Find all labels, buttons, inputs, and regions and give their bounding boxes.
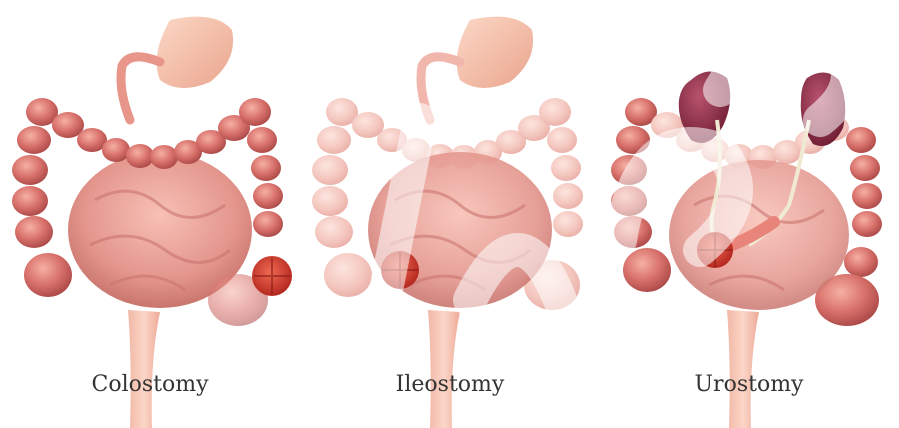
colostomy-stoma xyxy=(252,256,292,296)
transverse-colon xyxy=(52,98,271,169)
stomach xyxy=(457,17,533,88)
colostomy-caption: Colostomy xyxy=(0,372,300,397)
ileostomy-caption: Ileostomy xyxy=(300,372,600,397)
ileostomy-panel: Ileostomy xyxy=(300,0,600,428)
colostomy-panel: Colostomy xyxy=(0,0,300,428)
descending-colon xyxy=(247,127,283,237)
urostomy-stoma xyxy=(697,232,733,268)
stomach xyxy=(157,17,233,88)
ileostomy-illustration xyxy=(300,0,600,428)
ileostomy-stoma xyxy=(381,251,419,289)
urostomy-illustration xyxy=(599,0,899,428)
left-kidney xyxy=(679,71,730,142)
urostomy-caption: Urostomy xyxy=(599,372,899,397)
urostomy-panel: Urostomy xyxy=(599,0,899,428)
colostomy-illustration xyxy=(0,0,300,428)
